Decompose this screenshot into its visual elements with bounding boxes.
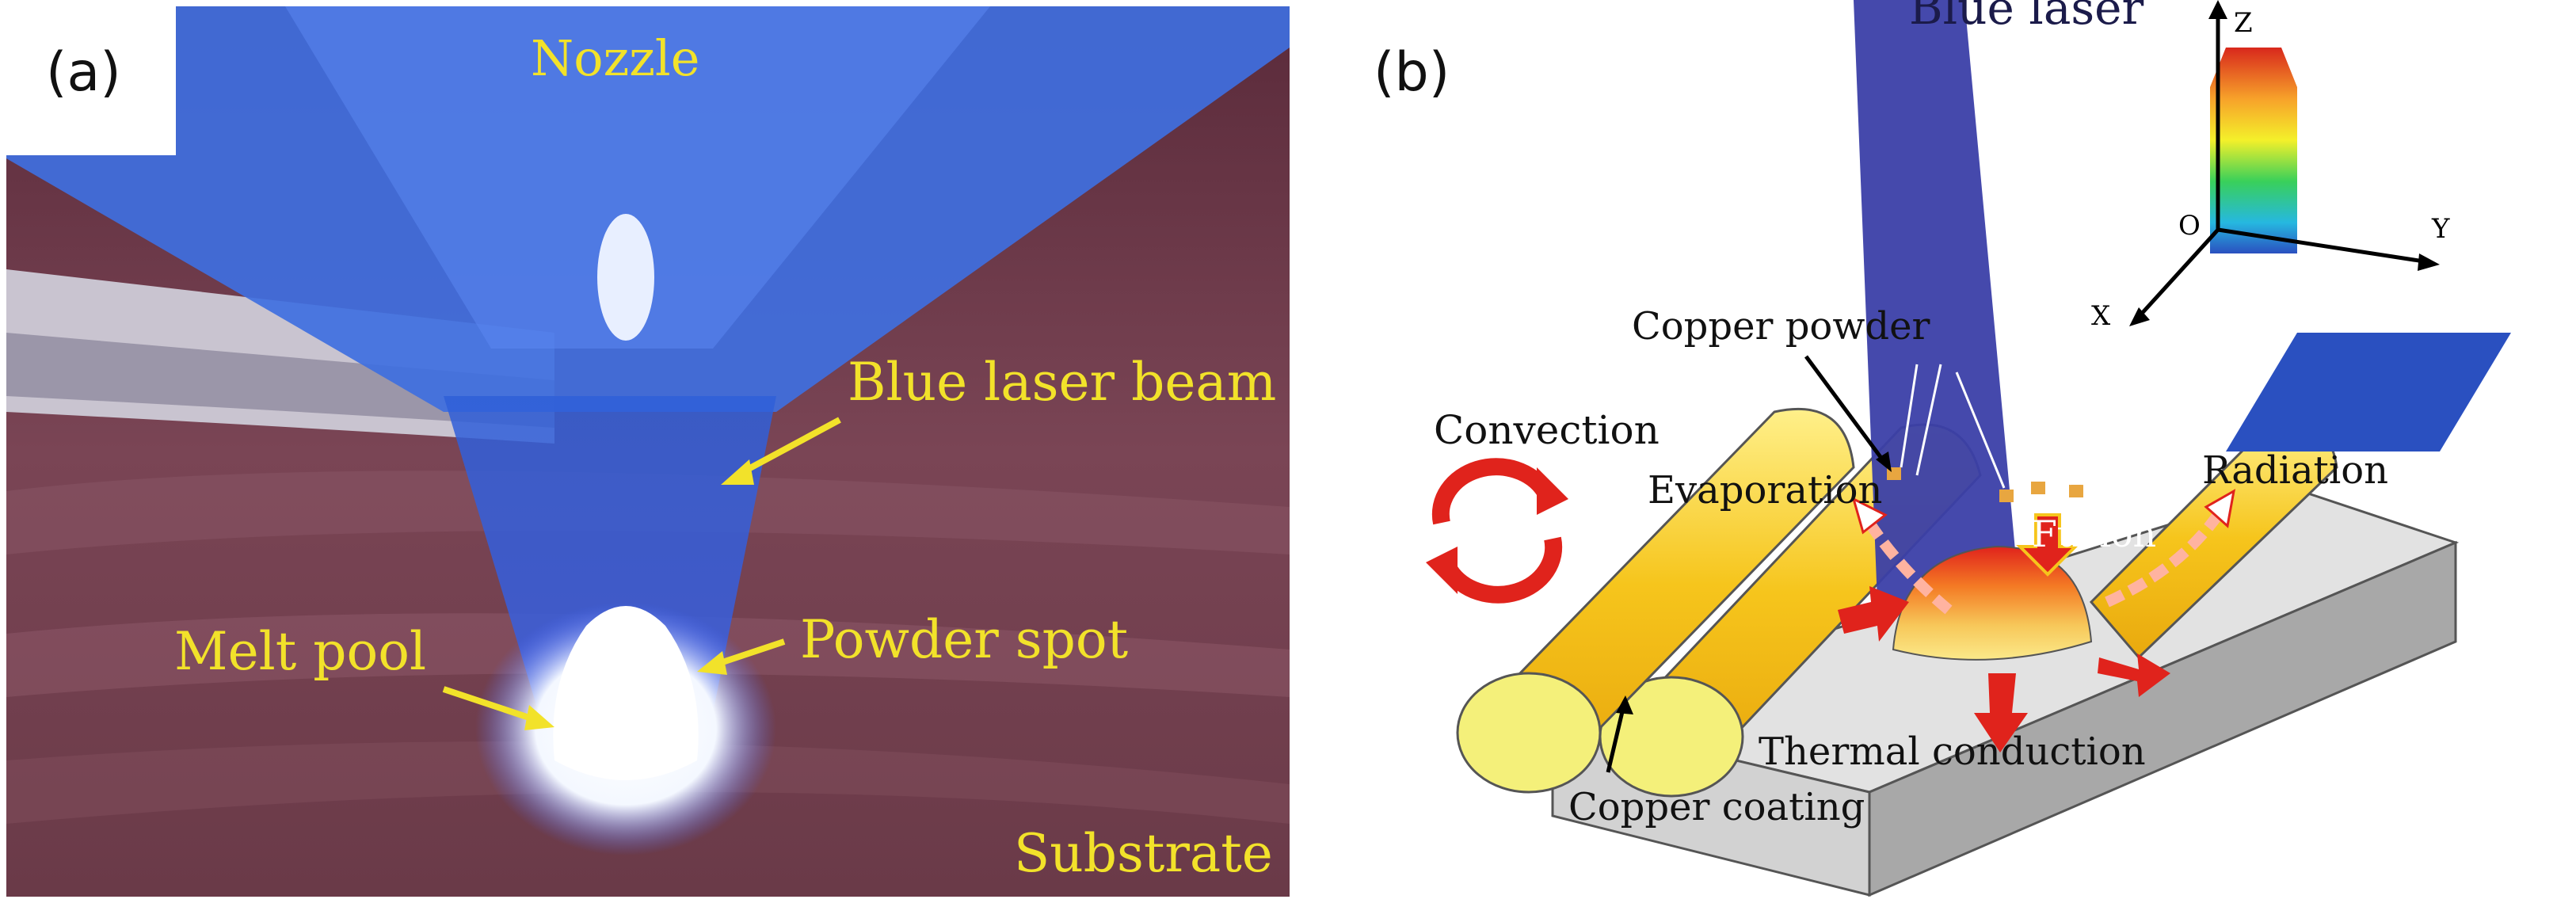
arrow-blue-laser-beam-head: [721, 459, 754, 485]
panel-b-label: (b): [1374, 41, 1450, 104]
coating-cylinder-front-end: [1456, 672, 1602, 794]
label-evaporation: Evaporation: [1648, 468, 1882, 512]
evaporation-arrow-head: [1851, 497, 1888, 535]
deposited-track-shade: [6, 333, 554, 428]
powder-particle: [2031, 482, 2045, 494]
label-melt-pool: Melt pool: [174, 621, 426, 682]
panel-b-schematic: Blue laser Z Y X O Copper powder Convect…: [1426, 0, 2511, 897]
profile-base: [2226, 333, 2511, 452]
panel-a-label: (a): [46, 41, 121, 104]
axis-x: [2137, 228, 2220, 318]
powder-particle: [2069, 485, 2083, 497]
arrow-powder-spot: [711, 638, 786, 669]
powder-particle: [1999, 490, 2014, 502]
convection-arrow-head: [1537, 467, 1568, 515]
convection-icon: [1442, 536, 1563, 604]
axis-y: [2217, 227, 2425, 264]
convection-icon: [1431, 458, 1553, 525]
coating-cylinder-front: [1487, 407, 1855, 762]
evaporation-chain: [1865, 520, 1953, 615]
label-convection: Convection: [1434, 407, 1660, 453]
outflow-arrow-down: [1974, 673, 2028, 752]
pointer-copper-powder-head: [1876, 452, 1892, 472]
label-powder-spot: Powder spot: [800, 609, 1128, 670]
pointer-copper-powder: [1804, 355, 1888, 465]
fusion-arrow: [2016, 513, 2079, 577]
label-radiation: Radiation: [2202, 448, 2388, 493]
axis-y-label: Y: [2431, 213, 2450, 245]
axis-origin-label: O: [2178, 210, 2201, 242]
label-blue-laser-beam: Blue laser beam: [848, 352, 1276, 413]
label-thermal-conduction: Thermal conduction: [1759, 730, 2146, 774]
arrow-powder-spot-head: [697, 651, 727, 675]
axis-x-label: X: [2091, 300, 2111, 332]
pointer-copper-coating: [1606, 704, 1626, 773]
label-copper-powder: Copper powder: [1632, 304, 1930, 349]
powder-trajectory: [1900, 364, 2085, 489]
label-blue-laser: Blue laser: [1909, 0, 2144, 35]
label-fusion: Fusion: [2032, 512, 2156, 555]
melt-pool-core: [553, 606, 699, 780]
axis-z-label: Z: [2234, 7, 2253, 39]
label-substrate: Substrate: [1014, 823, 1273, 884]
axis-z-head: [2208, 0, 2227, 19]
label-nozzle: Nozzle: [531, 29, 699, 87]
arrow-melt-pool: [442, 686, 540, 724]
melt-pool: [1892, 545, 2093, 661]
panel-a-label-box: [0, 0, 176, 155]
blue-laser-beam: [1854, 0, 2020, 602]
radiation-arrow-head: [2204, 489, 2236, 528]
nozzle-cone-highlight: [285, 6, 990, 349]
convection-arrow-head: [1426, 547, 1458, 594]
axis-x-head: [2129, 307, 2150, 326]
profile-peak: [2210, 48, 2297, 253]
arrow-blue-laser-beam: [735, 417, 841, 478]
label-copper-coating: Copper coating: [1568, 785, 1865, 829]
outflow-arrow-right: [2098, 653, 2170, 697]
panel-a-photo: Nozzle Blue laser beam Powder spot Melt …: [6, 6, 1290, 897]
arrow-melt-pool-head: [524, 705, 554, 730]
substrate-right: [1868, 540, 2457, 897]
powder-stream-spot: [597, 214, 654, 341]
pointer-copper-coating-head: [1616, 695, 1633, 714]
outflow-arrow-left: [1838, 586, 1909, 642]
axis-y-head: [2418, 253, 2440, 271]
